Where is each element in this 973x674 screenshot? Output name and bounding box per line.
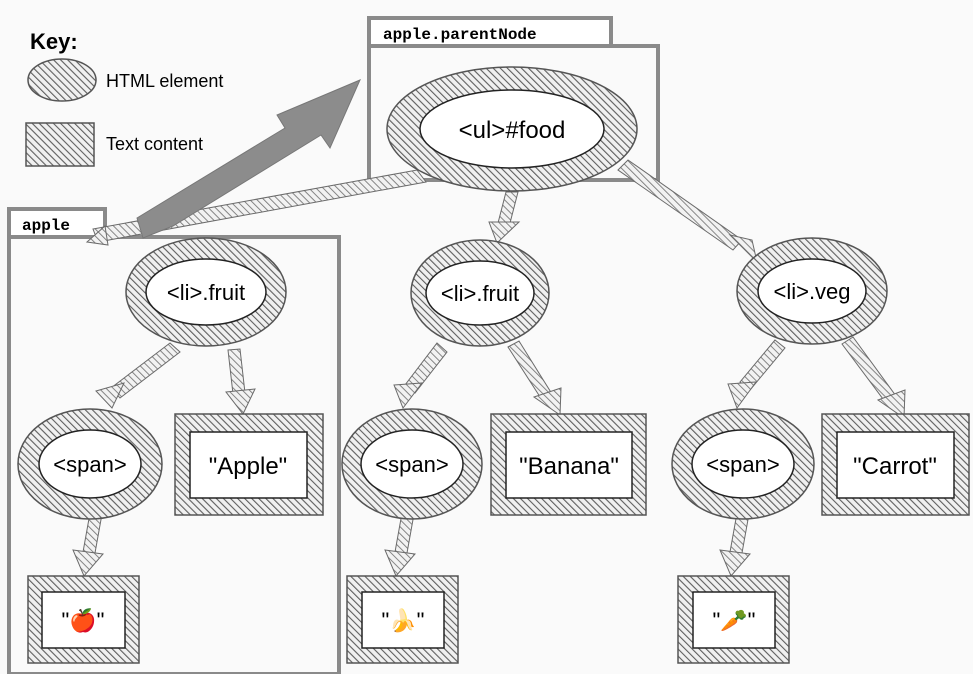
node-span-1: <span> [17, 408, 163, 520]
edge-span2-to-emoji-head [384, 549, 416, 577]
text-node-carrot: "Carrot" [821, 413, 970, 516]
key-element-label: HTML element [106, 71, 223, 91]
edge-span1-to-emoji-head [72, 549, 104, 577]
text-node-apple-emoji-label: "🍎" [61, 607, 104, 633]
node-root: <ul>#food [386, 66, 638, 192]
node-root-label: <ul>#food [459, 117, 566, 144]
node-li-fruit-1-label: <li>.fruit [167, 280, 245, 305]
text-node-apple-label: "Apple" [209, 453, 287, 480]
node-span-1-label: <span> [53, 452, 126, 477]
text-node-banana-emoji-label: "🍌" [381, 608, 424, 633]
edge-li3-to-text-head [876, 389, 906, 419]
node-li-veg: <li>.veg [736, 237, 888, 345]
key-title: Key: [30, 29, 78, 54]
text-node-apple-emoji: "🍎" [27, 575, 140, 664]
key-text-label: Text content [106, 134, 203, 154]
edge-li2-to-span-head [393, 382, 424, 410]
node-li-fruit-1: <li>.fruit [125, 237, 287, 347]
edge-li1-to-span [110, 342, 181, 399]
apple-box: apple [7, 207, 341, 674]
node-span-2-label: <span> [375, 452, 448, 477]
parent-node-big-arrow [136, 79, 361, 239]
edge-li1-to-text [227, 348, 246, 395]
edge-li3-to-text [841, 336, 897, 404]
edge-li2-to-text [507, 340, 553, 401]
edge-root-to-li-veg [617, 159, 743, 251]
text-node-carrot-emoji-label: "🥕" [712, 608, 755, 633]
text-node-banana-emoji: "🍌" [346, 575, 459, 664]
apple-tab [7, 207, 107, 239]
apple-tab-label: apple [22, 217, 70, 235]
key-text-swatch [25, 122, 95, 167]
key-element-swatch [27, 58, 97, 102]
key-legend: Key: HTML element Text content [25, 29, 223, 167]
parent-node-tab [367, 16, 613, 48]
tree-edges [72, 159, 906, 577]
edge-root-to-li-fruit-2 [497, 191, 519, 224]
parent-node-tab-label: apple.parentNode [383, 26, 537, 44]
node-span-3-label: <span> [706, 452, 779, 477]
node-li-veg-label: <li>.veg [773, 279, 850, 304]
node-li-fruit-2: <li>.fruit [410, 239, 550, 347]
text-node-carrot-label: "Carrot" [853, 453, 937, 480]
edge-li1-to-text-head [225, 388, 256, 415]
apple-frame [7, 235, 341, 674]
edge-root-to-li-veg-head [728, 234, 758, 264]
edge-li1-to-span-head [95, 382, 125, 409]
node-li-fruit-2-label: <li>.fruit [441, 281, 519, 306]
node-span-2: <span> [341, 408, 483, 520]
node-span-3: <span> [671, 408, 815, 520]
text-node-banana: "Banana" [490, 413, 647, 516]
text-node-apple: "Apple" [174, 413, 324, 516]
edge-root-to-li-fruit-1-head [85, 225, 109, 246]
text-node-carrot-emoji: "🥕" [677, 575, 790, 664]
edge-li3-to-span-head [727, 381, 758, 410]
edge-li2-to-text-head [532, 387, 562, 416]
edge-root-to-li-fruit-2-head [488, 221, 521, 244]
edge-span3-to-emoji-head [719, 549, 751, 577]
text-node-banana-label: "Banana" [519, 453, 619, 480]
